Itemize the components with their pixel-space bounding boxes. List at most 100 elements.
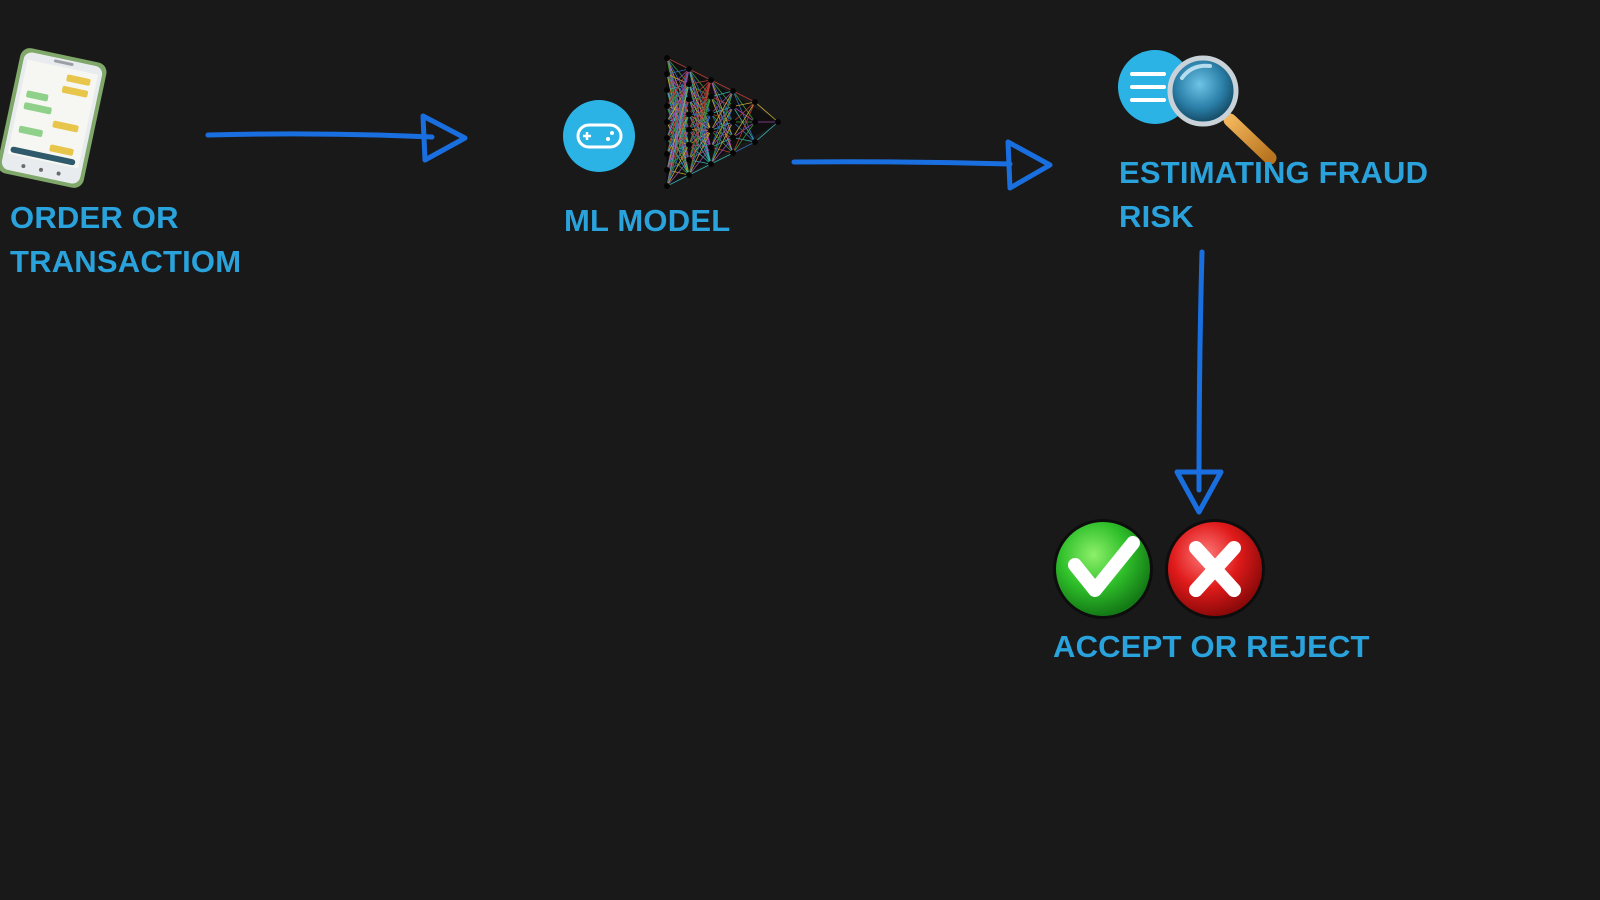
nn-connection [732,141,756,154]
nn-connection [688,129,712,148]
nn-connection [688,129,712,165]
nn-connection [666,57,690,70]
nn-connection [710,130,734,138]
nn-connection [688,68,712,131]
nn-connection [754,101,779,123]
nn-connection [732,137,756,143]
nn-node [664,87,670,93]
arrow-fraud-to-decision [1174,249,1224,515]
nn-connection [710,96,734,138]
nn-node [664,135,670,141]
nn-node [752,139,758,145]
nn-connection [732,101,756,107]
nn-connection [688,113,712,115]
nn-node [708,144,714,151]
nn-connection [688,130,712,176]
decision-label-line-1: ACCEPT OR REJECT [1053,629,1370,664]
nn-connection [666,114,690,187]
nn-connection [710,130,734,154]
nn-connection [710,79,734,138]
nn-node [686,66,692,72]
nn-connection [710,96,734,154]
order-label-line-2: TRANSACTIOM [10,244,242,279]
nn-connection [710,79,734,92]
nn-node [730,150,736,156]
node-label-fraud: ESTIMATING FRAUD RISK [1119,151,1428,239]
model-label-line-1: ML MODEL [564,203,731,238]
nn-connection [732,106,756,143]
nn-connection [732,90,756,143]
nn-node [730,88,736,94]
nn-connection [688,79,712,160]
nn-node [686,126,692,133]
node-label-order: ORDER OR TRANSACTIOM [10,196,241,284]
nn-connection [710,96,734,107]
nn-connection [666,68,690,91]
nn-connection [732,101,756,154]
nn-connection [710,113,734,154]
nn-connection [666,68,690,75]
nn-node [752,119,758,125]
nn-connection [710,90,734,148]
nn-node [686,111,692,118]
nn-connection [688,129,712,131]
nn-node [775,119,781,125]
nn-node [664,71,670,77]
nn-node [686,96,692,103]
gamepad-icon [563,100,635,172]
nn-connection [710,90,734,131]
nn-connection [688,84,712,148]
nn-connection [666,68,690,187]
nn-connection [710,113,734,138]
nn-connection [688,79,712,85]
nn-node [686,81,692,88]
nn-node [686,172,692,178]
nn-connection [688,79,712,176]
nn-node [686,141,692,148]
arrow-model-to-fraud [791,139,1053,191]
nn-connection [710,96,734,123]
nn-connection [666,99,690,187]
nn-connection [666,159,690,187]
nn-connection [732,101,756,123]
node-label-model: ML MODEL [564,199,730,243]
nn-node [664,103,670,109]
nn-connection [710,90,734,98]
nn-node [708,93,714,100]
nn-node [664,183,670,189]
nn-connection [710,90,734,114]
arrow-order-to-model [205,113,468,163]
nn-connection [710,146,734,154]
nn-connection [666,68,690,155]
nn-connection [688,114,712,131]
node-label-decision: ACCEPT OR REJECT [1053,625,1370,669]
nn-connection [710,137,734,165]
nn-connection [688,99,712,131]
nn-connection [688,114,712,148]
fraud-label-line-2: RISK [1119,199,1194,234]
neural-network-icon [664,55,781,189]
nn-node [664,167,670,173]
nn-connection [688,79,712,115]
cross-icon [1165,519,1265,619]
nn-connection [666,68,690,171]
nn-connection [666,129,690,187]
nn-connection [732,106,756,123]
nn-connection [688,96,712,176]
nn-connection [688,113,712,176]
nn-node [664,151,670,157]
nn-node [708,161,714,167]
nn-connection [710,106,734,165]
nn-node [708,110,714,117]
nn-connection [732,90,756,123]
nn-connection [688,163,712,176]
nn-connection [732,121,756,154]
nn-connection [666,68,690,123]
nn-connection [710,90,734,165]
nn-node [664,119,670,125]
nn-connection [688,114,712,165]
fraud-label-line-1: ESTIMATING FRAUD [1119,155,1429,190]
nn-connection [688,99,712,165]
